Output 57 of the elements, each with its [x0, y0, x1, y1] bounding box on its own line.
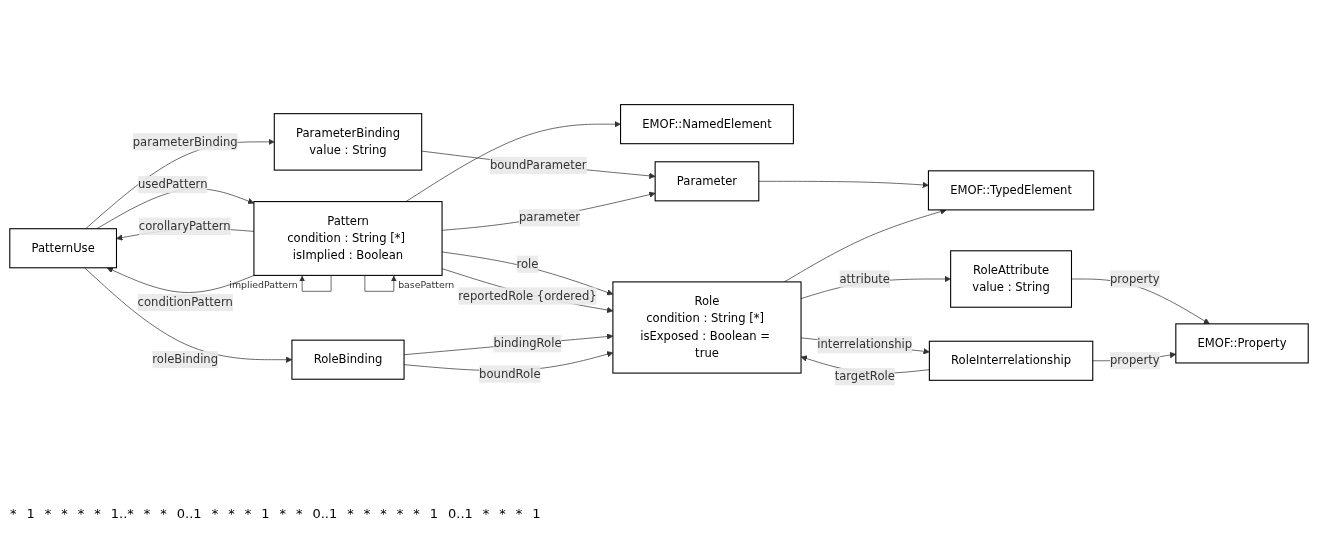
edge-label: roleBinding	[151, 352, 218, 367]
edge-label: property	[1109, 271, 1160, 286]
multiplicity-label: *	[380, 505, 387, 521]
edge-label: targetRole	[834, 369, 895, 384]
multiplicity-label: 0..1	[448, 505, 473, 521]
node-box: PatternUse	[8, 228, 117, 269]
edge-label: parameterBinding	[132, 134, 238, 149]
multiplicity-label: 0..1	[176, 505, 202, 521]
multiplicity-label: *	[10, 505, 17, 521]
multiplicity-label: 0..1	[312, 505, 338, 521]
multiplicity-label: *	[94, 505, 101, 521]
multiplicity-label: *	[279, 505, 286, 521]
node-box: EMOF::Property	[1174, 323, 1309, 364]
multiplicity-label: *	[228, 505, 235, 521]
node-box: RoleBinding	[290, 339, 405, 380]
multiplicity-label: 1	[261, 505, 270, 521]
node-box: Pattern condition : String [*] isImplied : Boolean	[252, 201, 443, 276]
node-box: EMOF::NamedElement	[619, 104, 794, 145]
edge-label: conditionPattern	[137, 295, 233, 310]
edge-label: parameter	[518, 210, 580, 225]
edge-label: bindingRole	[492, 336, 562, 351]
multiplicity-label: *	[396, 505, 404, 521]
multiplicity-label: *	[44, 505, 52, 521]
edge-label: basePattern	[397, 279, 454, 291]
multiplicity-label: 1..*	[110, 505, 134, 521]
multiplicity-label: *	[482, 505, 490, 521]
multiplicity-label: *	[295, 505, 303, 521]
edge-label: impliedPattern	[228, 279, 298, 291]
multiplicity-label: *	[363, 505, 371, 521]
multiplicity-label: *	[143, 505, 151, 521]
node-box: ParameterBinding value : String	[273, 113, 422, 171]
node-box: RoleAttribute value : String	[949, 250, 1072, 308]
multiplicity-label: 1	[26, 505, 35, 521]
edge-label: attribute	[838, 271, 890, 286]
multiplicity-label: *	[160, 505, 167, 521]
edge-label: corollaryPattern	[138, 219, 231, 233]
multiplicity-label: *	[347, 505, 354, 521]
multiplicity-label: *	[244, 505, 252, 521]
multiplicity-label: *	[77, 505, 85, 521]
edge-label: interrelationship	[816, 337, 912, 352]
edge-label: boundRole	[478, 366, 541, 381]
multiplicity-label: *	[211, 505, 219, 521]
node-box: EMOF::TypedElement	[927, 170, 1094, 211]
edge-label: boundParameter	[489, 158, 587, 172]
node-box: RoleInterrelationship	[928, 340, 1093, 381]
edge-label: usedPattern	[137, 177, 207, 192]
edge-label: property	[1109, 353, 1160, 368]
multiplicity-label: *	[499, 505, 506, 521]
node-box: Parameter	[654, 161, 759, 202]
multiplicity-label: *	[515, 505, 523, 521]
node-box: Role condition : String [*] isExposed : Boolean = true	[611, 281, 802, 374]
edge-label: reportedRole {ordered}	[457, 288, 597, 303]
multiplicity-label: *	[413, 505, 420, 521]
multiplicity-label: 1	[532, 505, 541, 521]
edge-label: role	[516, 256, 538, 271]
multiplicity-label: 1	[429, 505, 438, 521]
multiplicity-label: *	[61, 505, 68, 521]
